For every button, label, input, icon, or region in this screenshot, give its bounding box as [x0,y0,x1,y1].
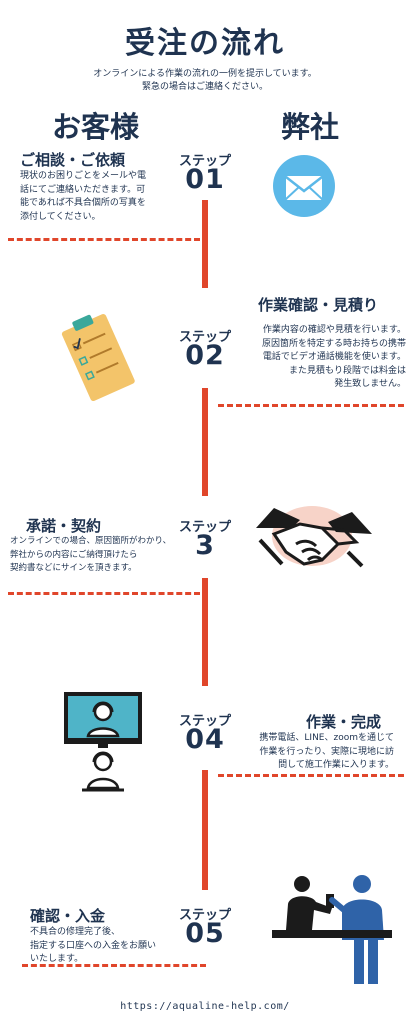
step-number: 01 [185,164,225,195]
video-call-icon [64,692,142,792]
handshake-icon [256,506,372,568]
payment-counter-icon [272,875,392,984]
customer-column-heading: お客様 [52,110,140,144]
company-column-heading: 弊社 [281,110,340,144]
timeline-spine [202,578,208,686]
step-label: ステップ [178,154,231,169]
step-label: ステップ [178,330,231,345]
step-label: ステップ [178,520,231,535]
timeline-spine [202,770,208,890]
step-description: オンラインでの場合、原因箇所がわかり、 弊社からの内容にご納得頂けたら 契約書な… [10,536,172,573]
step-divider [218,774,404,777]
step-divider [22,964,206,967]
step-number: 04 [185,724,225,755]
step-heading: 作業・完成 [306,713,382,731]
step-divider [218,404,404,407]
step-label: ステップ [178,714,231,729]
intro-text: オンラインによる作業の流れの一例を提示しています。 緊急の場合はご連絡ください。 [0,68,410,94]
step-divider [8,238,200,241]
step-number: 02 [185,340,225,371]
step-number: 05 [185,918,225,949]
page-title: 受注の流れ [125,26,285,61]
step-heading: ご相談・ご依頼 [20,151,126,169]
intro-line-1: オンラインによる作業の流れの一例を提示しています。 [93,69,317,79]
step-description: 不具合の修理完了後、 指定する口座への入金をお願い いたします。 [30,927,157,964]
step-number: 3 [195,530,215,561]
step-description: 携帯電話、LINE、zoomを通じて 作業を行ったり、実際に現地に訪 問して施工… [259,733,394,770]
intro-line-2: 緊急の場合はご連絡ください。 [141,82,268,92]
step-heading: 承諾・契約 [26,517,102,535]
step-heading: 確認・入金 [30,907,106,925]
step-divider [8,592,200,595]
step-label: ステップ [178,908,231,923]
clipboard-checklist-icon [61,313,135,402]
timeline-spine [202,200,208,288]
timeline-spine [202,388,208,496]
envelope-icon [273,155,335,217]
step-description: 作業内容の確認や見積を行います。 原因箇所を特定する時お持ちの携帯 電話でビデオ… [261,325,406,389]
footer-url[interactable]: https://aqualine-help.com/ [120,1001,290,1012]
step-heading: 作業確認・見積り [258,296,379,314]
step-description: 現状のお困りごとをメールや電 話にてご連絡いただきます。可 能であれば不具合個所… [20,171,147,222]
